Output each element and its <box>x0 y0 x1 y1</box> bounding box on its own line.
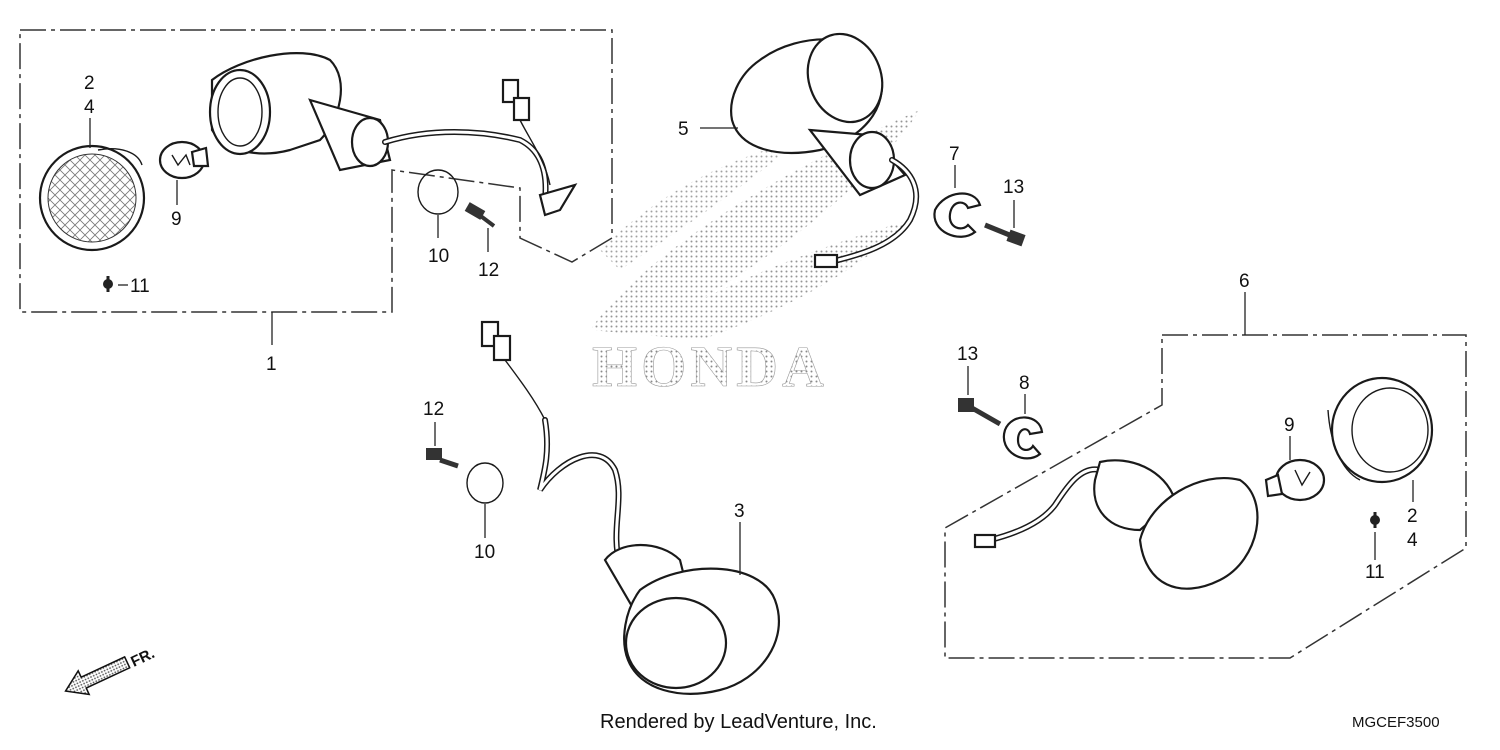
callout-9-left: 9 <box>171 209 182 230</box>
bulb-part-9-right <box>1264 458 1326 502</box>
lens-part-2-right <box>1327 376 1434 484</box>
callout-4-right: 4 <box>1407 530 1418 551</box>
callout-2-right: 2 <box>1407 506 1418 527</box>
housing-part-5 <box>730 32 919 269</box>
callout-11-left: 11 <box>130 276 150 297</box>
callout-8: 8 <box>1019 373 1030 394</box>
screw-part-11-right <box>1370 512 1380 528</box>
bolt-part-12-bottom <box>426 448 459 469</box>
assembly-6-outline <box>944 334 1467 659</box>
honda-watermark-text: HONDA <box>592 334 828 399</box>
callout-10-top: 10 <box>428 246 449 267</box>
callout-11-right: 11 <box>1365 562 1385 583</box>
callout-10-bottom: 10 <box>474 542 495 563</box>
housing-part-3 <box>480 320 781 695</box>
callout-7: 7 <box>949 144 960 165</box>
bulb-part-9-left <box>158 140 210 180</box>
bolt-part-13-bottom <box>958 398 1002 427</box>
callout-12-bottom: 12 <box>423 399 444 420</box>
callout-3: 3 <box>734 501 745 522</box>
bracket-part-8 <box>1002 416 1044 460</box>
callout-4-left: 4 <box>84 97 95 118</box>
bracket-part-7 <box>933 192 982 238</box>
rendered-by-credit: Rendered by LeadVenture, Inc. <box>600 711 877 733</box>
oring-part-10-bottom <box>466 462 504 504</box>
bolt-part-12-top <box>464 202 496 228</box>
callout-13-top: 13 <box>1003 177 1024 198</box>
oring-part-10-top <box>417 169 459 215</box>
callout-9-right: 9 <box>1284 415 1295 436</box>
front-label: FR. <box>128 645 157 671</box>
callout-12-top: 12 <box>478 260 499 281</box>
callout-13-bottom: 13 <box>957 344 978 365</box>
front-direction-arrow: FR. <box>64 645 157 696</box>
callout-1: 1 <box>266 354 277 375</box>
leader-lines <box>89 118 1414 575</box>
housing-top-left <box>208 52 578 217</box>
screw-part-11-left <box>103 276 113 292</box>
figure-code: MGCEF3500 <box>1352 714 1440 731</box>
callout-2-left: 2 <box>84 73 95 94</box>
lens-part-2-left <box>38 144 146 252</box>
callout-6: 6 <box>1239 271 1250 292</box>
callout-5: 5 <box>678 119 689 140</box>
bolt-part-13-top <box>984 222 1026 247</box>
housing-part-6 <box>973 459 1259 590</box>
assembly-1-outline <box>19 29 613 313</box>
callout-labels: 2 4 9 11 10 12 1 5 7 13 6 13 8 12 10 3 9… <box>84 73 1418 583</box>
